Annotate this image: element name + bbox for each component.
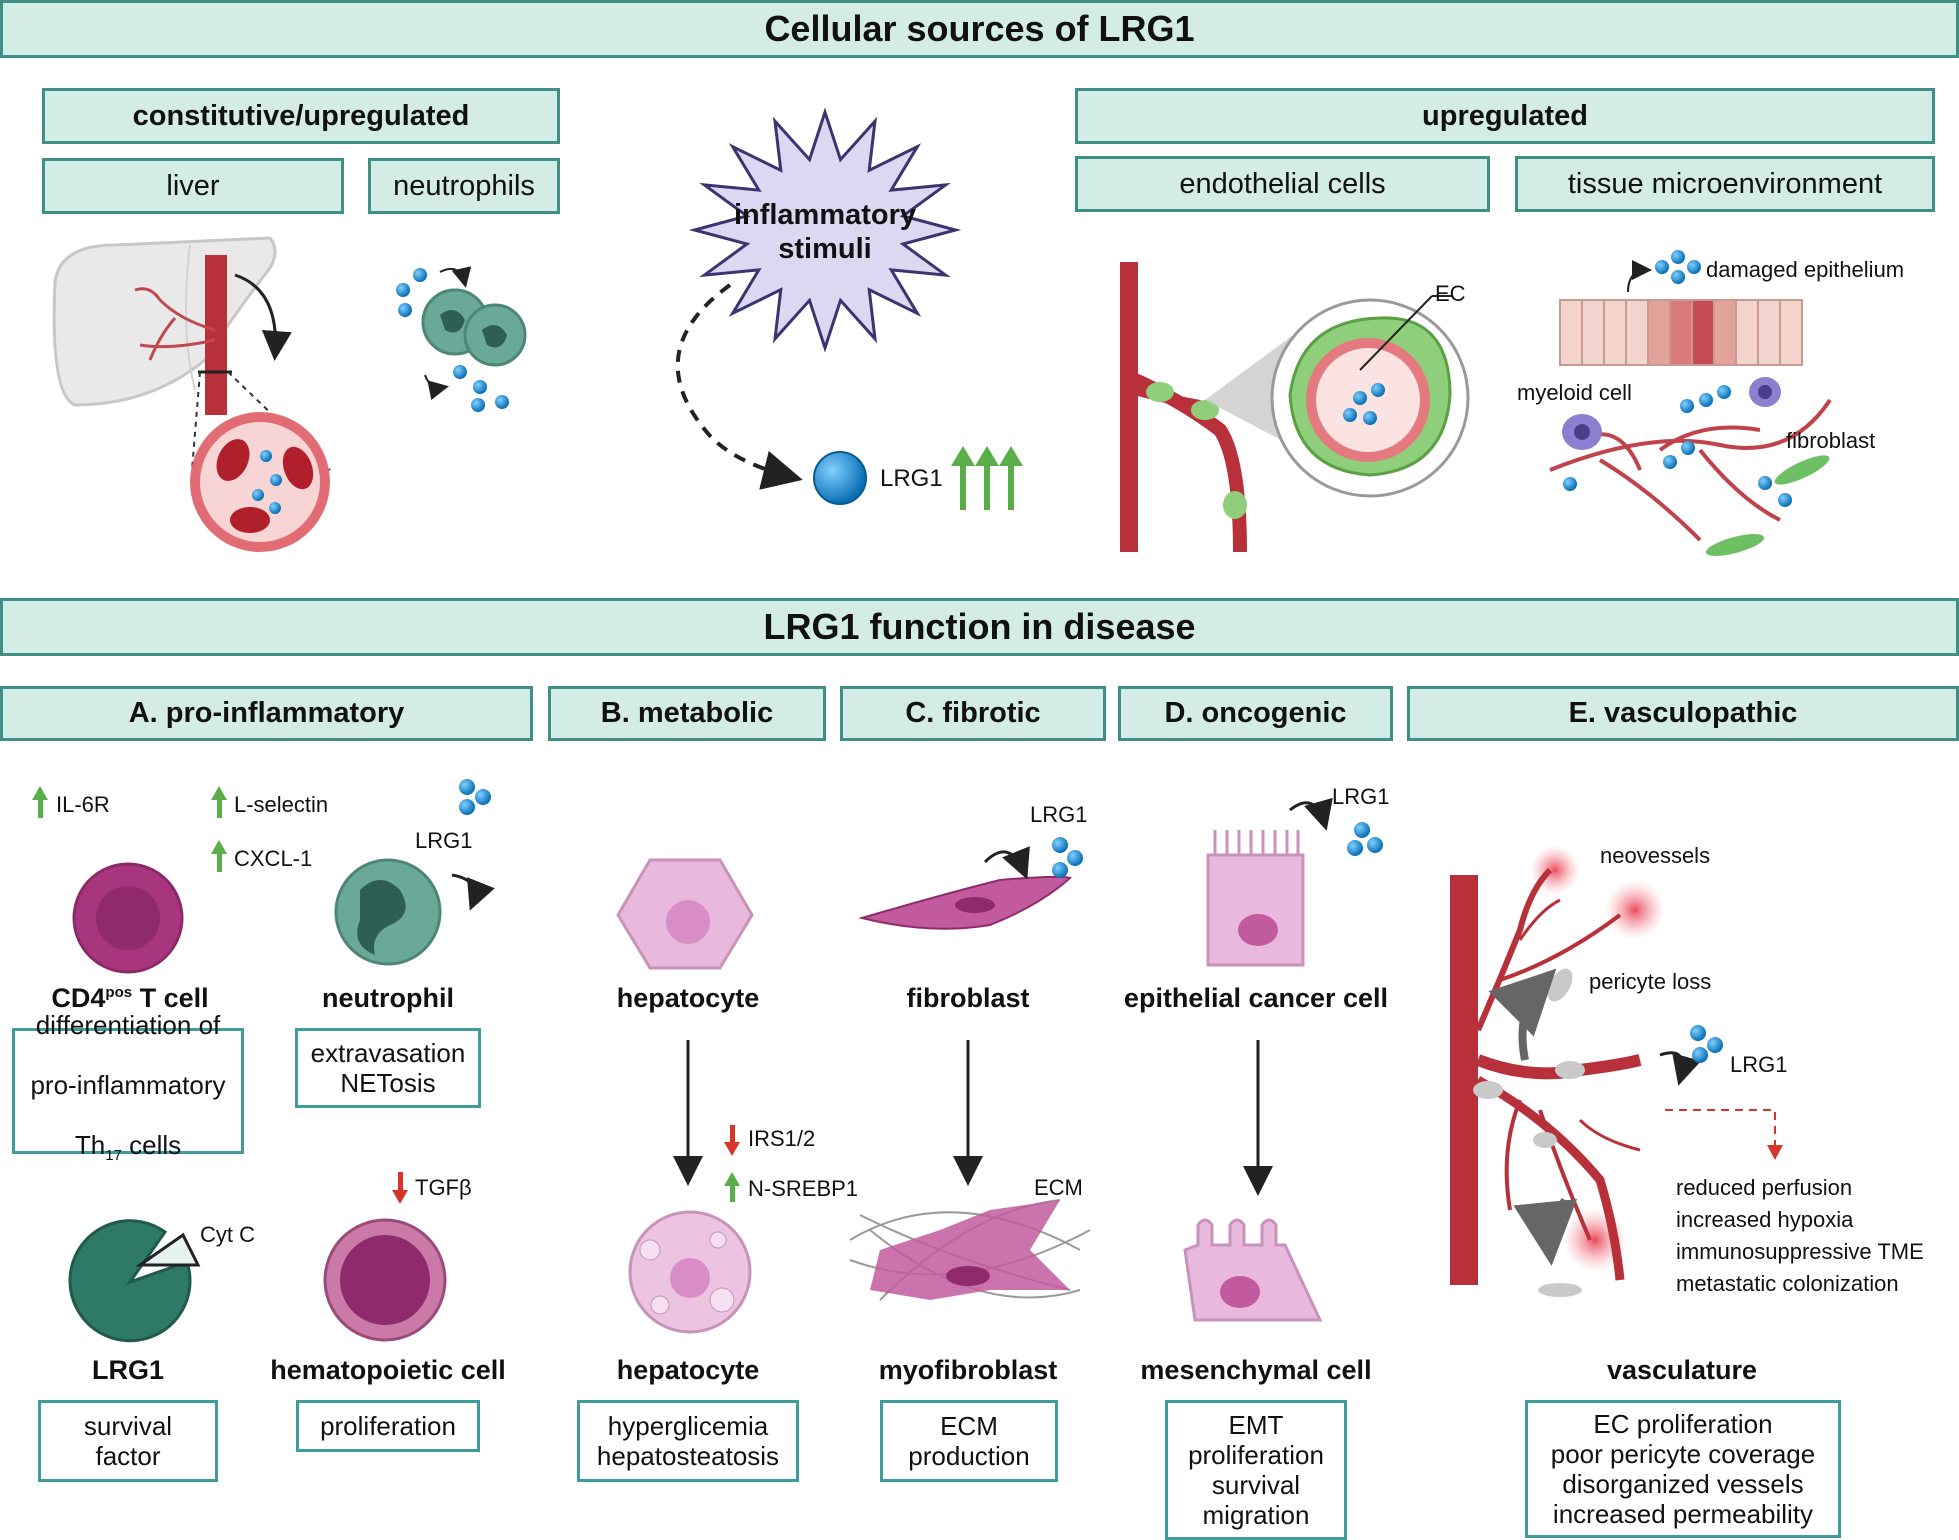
cytc-label: Cyt C <box>200 1222 255 1247</box>
il6r-label: IL-6R <box>56 792 110 817</box>
hyperglicemia-box: hyperglicemia hepatosteatosis <box>577 1400 799 1482</box>
extravasation-box: extravasation NETosis <box>295 1028 481 1108</box>
vascular-lrg1-label: LRG1 <box>1730 1052 1788 1077</box>
section-a-label: A. pro-inflammatory <box>128 697 405 729</box>
cxcl1-label: CXCL-1 <box>234 846 313 871</box>
cd4-t-cell-name: CD4pos T cell <box>51 983 208 1014</box>
srebp-label: N-SREBP1 <box>748 1176 859 1201</box>
section-d-header: D. oncogenic <box>1118 686 1393 741</box>
constitutive-header-label: constitutive/upregulated <box>132 99 470 132</box>
neutrophil-name: neutrophil <box>322 983 454 1013</box>
myofibroblast-name: myofibroblast <box>878 1355 1058 1385</box>
ec-label: EC <box>1435 281 1466 306</box>
section-d-label: D. oncogenic <box>1164 697 1347 729</box>
section-e-header: E. vasculopathic <box>1407 686 1959 741</box>
emt-outcome-box: EMT proliferation survival migration <box>1165 1400 1347 1540</box>
vasculature-name: vasculature <box>1606 1355 1758 1385</box>
inflammatory-stimuli-label: inflammatory stimuli <box>733 199 917 265</box>
bottom-title: LRG1 function in disease <box>763 606 1196 647</box>
endothelial-header-label: endothelial cells <box>1179 167 1386 200</box>
section-b-label: B. metabolic <box>600 697 774 729</box>
cd4-t-cell-illustration <box>32 786 227 974</box>
fibroblast-lrg1-label: LRG1 <box>1030 802 1088 827</box>
endothelial-illustration <box>1120 262 1470 553</box>
neutrophils-header: neutrophils <box>368 158 560 214</box>
th17-line1: differentiation of <box>35 1010 221 1041</box>
top-title: Cellular sources of LRG1 <box>764 8 1195 49</box>
neutrophils-header-label: neutrophils <box>393 169 535 202</box>
survival-factor-box: survival factor <box>38 1400 218 1482</box>
th17-suffix: cells <box>121 1130 182 1161</box>
lselectin-label: L-selectin <box>234 792 329 817</box>
th17-subscript: 17 <box>105 1147 122 1165</box>
inflammatory-stimuli-burst <box>675 107 1023 510</box>
neutrophils-illustration <box>396 266 527 412</box>
tissue-header-label: tissue microenvironment <box>1567 167 1883 200</box>
cd4-superscript: pos <box>105 984 133 1001</box>
cd4-suffix: T cell <box>132 983 209 1013</box>
constitutive-header: constitutive/upregulated <box>42 88 560 144</box>
ecm-label: ECM <box>1034 1175 1083 1200</box>
hepatocyte-name-1: hepatocyte <box>616 983 760 1013</box>
tissue-illustration <box>1549 250 1832 556</box>
section-c-label: C. fibrotic <box>905 697 1041 729</box>
th17-prefix: Th <box>74 1130 106 1161</box>
fibroblast-name: fibroblast <box>906 983 1030 1013</box>
mesenchymal-cell-name: mesenchymal cell <box>1140 1355 1372 1385</box>
bottom-title-banner: LRG1 function in disease <box>0 598 1959 656</box>
proliferation-box: proliferation <box>296 1400 480 1452</box>
neutrophil-lrg1-label: LRG1 <box>415 828 473 853</box>
th17-line2: pro-inflammatory <box>30 1070 226 1101</box>
epithelial-lrg1-label: LRG1 <box>1332 784 1390 809</box>
irs-label: IRS1/2 <box>748 1126 816 1151</box>
liver-header-label: liver <box>166 169 220 202</box>
tgfb-label: TGFβ <box>415 1175 472 1200</box>
liver-illustration <box>52 236 331 552</box>
neutrophil-illustration <box>334 779 495 966</box>
lrg1-top-label: LRG1 <box>880 465 943 492</box>
pericyte-loss-label: pericyte loss <box>1589 969 1712 994</box>
hepatocyte-illustration <box>616 858 754 1334</box>
effect-metastatic-colonization: metastatic colonization <box>1676 1271 1899 1296</box>
effect-reduced-perfusion: reduced perfusion <box>1676 1175 1853 1200</box>
hematopoietic-cell-name: hematopoietic cell <box>270 1355 506 1385</box>
section-a-header: A. pro-inflammatory <box>0 686 533 741</box>
th17-outcome-box: differentiation of pro-inflammatory Th17… <box>12 1010 244 1165</box>
section-e-label: E. vasculopathic <box>1568 697 1798 729</box>
damaged-epithelium-label: damaged epithelium <box>1706 257 1905 282</box>
fibroblast-illustration <box>849 837 1091 1301</box>
section-b-header: B. metabolic <box>548 686 826 741</box>
tissue-header: tissue microenvironment <box>1515 156 1935 212</box>
ecm-production-box: ECM production <box>880 1400 1058 1482</box>
effect-immunosuppressive-tme: immunosuppressive TME <box>1676 1239 1924 1264</box>
endothelial-header: endothelial cells <box>1075 156 1490 212</box>
upregulated-header: upregulated <box>1075 88 1935 144</box>
upregulated-header-label: upregulated <box>1422 99 1588 132</box>
myeloid-cell-label: myeloid cell <box>1517 380 1632 405</box>
liver-header: liver <box>42 158 344 214</box>
top-title-banner: Cellular sources of LRG1 <box>0 0 1959 58</box>
section-c-header: C. fibrotic <box>840 686 1106 741</box>
cd4-text: CD4 <box>51 983 106 1013</box>
neovessels-label: neovessels <box>1600 843 1711 868</box>
vasculature-illustration <box>1450 845 1783 1297</box>
vascular-effects-list: reduced perfusion increased hypoxia immu… <box>1676 1172 1924 1300</box>
hematopoietic-cell-illustration <box>323 1218 447 1342</box>
epithelial-cell-illustration <box>1183 797 1383 1322</box>
vasculature-outcome-box: EC proliferation poor pericyte coverage … <box>1525 1400 1841 1538</box>
hepatocyte-name-2: hepatocyte <box>616 1355 760 1385</box>
lrg1-name: LRG1 <box>91 1355 165 1385</box>
lrg1-cytc-illustration <box>68 1172 408 1343</box>
epithelial-cancer-cell-name: epithelial cancer cell <box>1123 983 1389 1013</box>
fibroblast-top-label: fibroblast <box>1786 428 1876 453</box>
effect-increased-hypoxia: increased hypoxia <box>1676 1207 1854 1232</box>
